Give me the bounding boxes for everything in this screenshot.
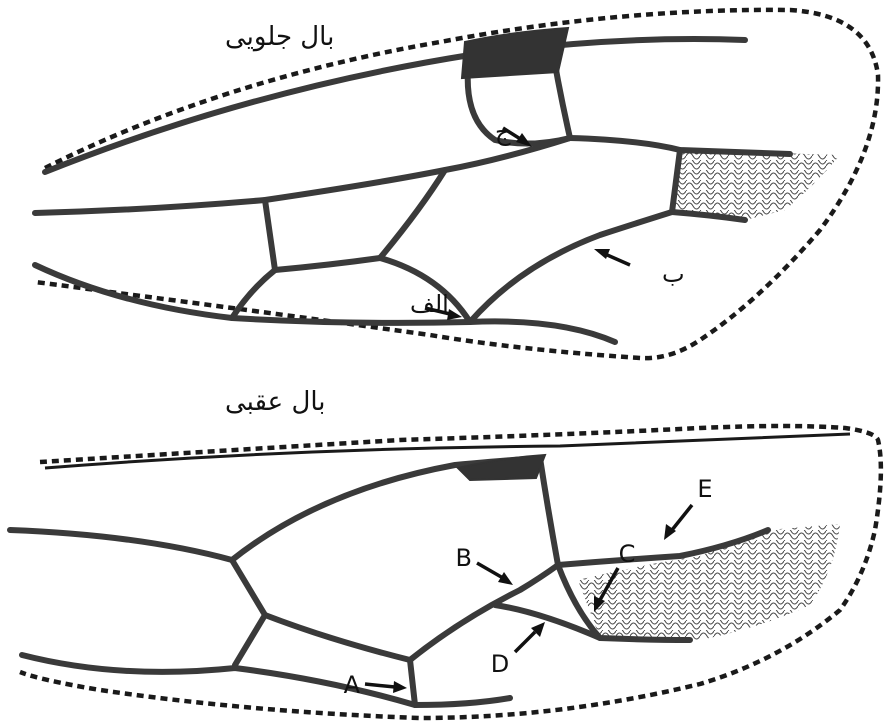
hindwing-vein — [232, 560, 265, 665]
hindwing-arrowhead-A — [393, 681, 407, 693]
forewing-subcostal-vein — [35, 138, 570, 213]
forewing-stigma — [462, 28, 568, 78]
forewing-shaded-cell — [672, 150, 840, 220]
hindwing-label-E: E — [697, 475, 712, 503]
hindwing-arrowhead-B — [498, 572, 513, 585]
hindwing-label-C: C — [619, 540, 636, 568]
hindwing-stigma — [458, 455, 545, 480]
forewing-costal-vein — [45, 39, 745, 172]
hindwing-vein — [22, 655, 510, 705]
forewing-anal-vein — [35, 265, 615, 342]
hindwing-leading-edge — [45, 434, 850, 468]
forewing-vein — [265, 200, 380, 270]
hindwing-arrow-E — [672, 505, 692, 530]
hindwing-label-A: A — [344, 671, 361, 699]
forewing-vein — [468, 70, 570, 144]
hindwing-arrow-B — [477, 563, 503, 578]
forewing-vein — [470, 212, 672, 322]
hindwing-shaded-cell — [578, 524, 840, 640]
hindwing-label-B: B — [456, 544, 472, 572]
hindwing-vein — [265, 615, 410, 660]
hindwing-title: بال عقبی — [225, 387, 326, 417]
hindwing-label-D: D — [491, 650, 509, 678]
forewing-title: بال جلویی — [225, 22, 334, 52]
hindwing: بال عقبی A B C D E — [10, 387, 881, 718]
forewing: بال جلویی ج ب الف — [35, 10, 878, 358]
hindwing-vein — [410, 660, 415, 705]
hindwing-vein — [10, 530, 232, 560]
hindwing-arrow-A — [365, 684, 395, 687]
forewing-arrowhead-be — [594, 249, 610, 259]
forewing-label-be: ب — [662, 260, 685, 288]
hindwing-vein — [540, 458, 558, 565]
forewing-arrow-be — [605, 254, 630, 265]
hindwing-arrow-D — [515, 632, 535, 652]
